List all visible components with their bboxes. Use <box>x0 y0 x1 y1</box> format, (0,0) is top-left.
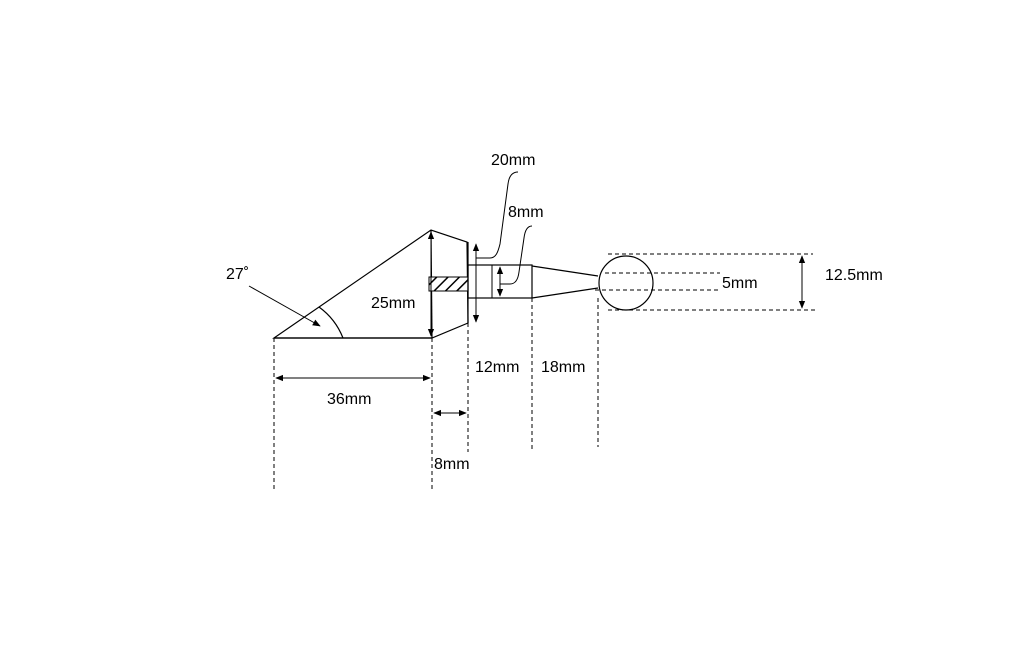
leader-neck-diameter <box>500 225 533 285</box>
angle-arc <box>318 306 344 339</box>
label-flange-thickness: 8mm <box>434 456 470 473</box>
label-neck-length: 12mm <box>475 359 519 376</box>
label-flange-height: 20mm <box>491 152 535 169</box>
label-ball-diameter: 12.5mm <box>825 267 883 284</box>
label-taper-length: 18mm <box>541 359 585 376</box>
label-ball-gap: 5mm <box>722 275 758 292</box>
label-angle: 27˚ <box>226 266 249 283</box>
label-base-length: 36mm <box>327 391 371 408</box>
leader-flange-height <box>476 171 519 259</box>
label-neck-diameter: 8mm <box>508 204 544 221</box>
label-height: 25mm <box>371 295 415 312</box>
hatched-insert <box>428 276 469 292</box>
ball <box>598 255 654 311</box>
taper <box>531 265 599 299</box>
neck <box>467 264 533 299</box>
angle-leader-arrow <box>248 285 321 327</box>
